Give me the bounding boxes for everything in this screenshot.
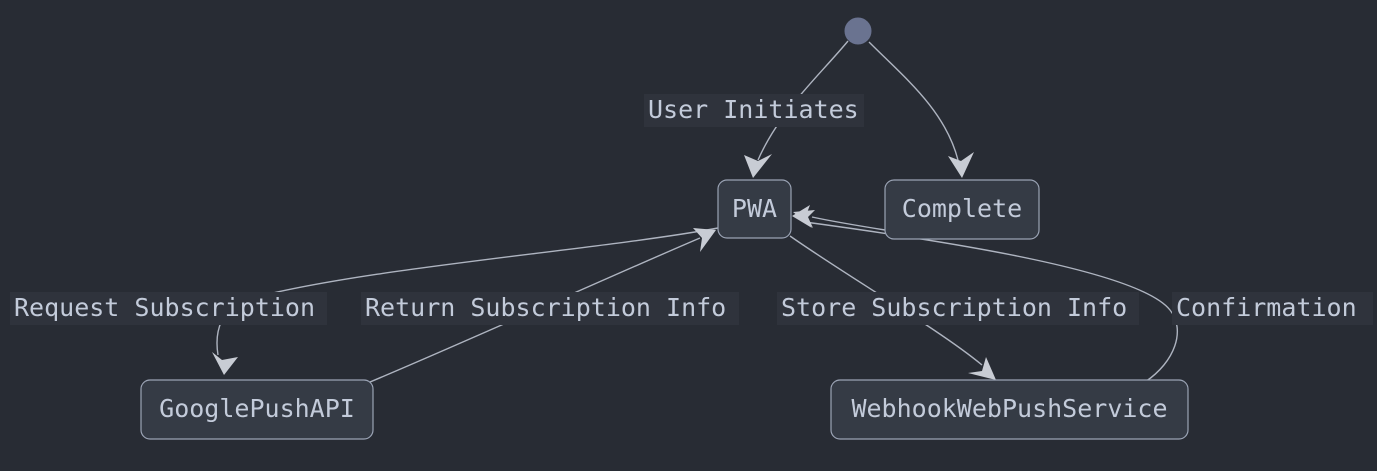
arrowhead-icon (212, 352, 238, 375)
node-pwa[interactable]: PWA (717, 179, 792, 239)
edge-label-request-subscription: Request Subscription (10, 292, 327, 325)
arrowhead-icon (948, 152, 974, 178)
edge-label-confirmation: Confirmation (1172, 292, 1373, 325)
node-webhookwebpushservice[interactable]: WebhookWebPushService (830, 379, 1189, 440)
node-webhookwebpushservice-box[interactable] (830, 379, 1189, 440)
node-googlepushapi[interactable]: GooglePushAPI (140, 379, 374, 440)
edge-label-bg (644, 94, 864, 127)
edge-label-bg (361, 292, 739, 325)
edge-path (868, 41, 959, 161)
arrowhead-icon (744, 154, 772, 178)
arrowhead-icon (968, 357, 996, 380)
edge-label-text: Confirmation (1176, 293, 1357, 322)
edge-label-text: Store Subscription Info (781, 293, 1127, 322)
node-pwa-label: PWA (732, 194, 777, 223)
edge-label-store-subscription-info: Store Subscription Info (777, 292, 1139, 325)
edge-label-bg (1172, 292, 1373, 325)
start-node[interactable] (844, 17, 872, 45)
edge-label-text: User Initiates (648, 95, 859, 124)
edge-label-text: Return Subscription Info (365, 293, 726, 322)
edge-start-to-complete (868, 41, 974, 178)
node-complete-label: Complete (902, 194, 1022, 223)
edge-label-bg (10, 292, 327, 325)
arrowhead-icon (693, 228, 716, 252)
node-googlepushapi-label: GooglePushAPI (159, 394, 355, 423)
edge-path (216, 227, 719, 356)
node-webhookwebpushservice-label: WebhookWebPushService (851, 394, 1167, 423)
edge-complete-to-pwa (793, 210, 886, 231)
node-complete[interactable]: Complete (884, 179, 1040, 240)
arrowhead-icon (793, 210, 815, 228)
edge-label-bg (777, 292, 1139, 325)
node-pwa-box[interactable] (717, 179, 792, 239)
edge-label-user-initiates: User Initiates (644, 94, 864, 127)
node-complete-box[interactable] (884, 179, 1040, 240)
edge-label-return-subscription-info: Return Subscription Info (361, 292, 739, 325)
edge-label-text: Request Subscription (14, 293, 315, 322)
node-googlepushapi-box[interactable] (140, 379, 374, 440)
edge-path (811, 216, 886, 231)
